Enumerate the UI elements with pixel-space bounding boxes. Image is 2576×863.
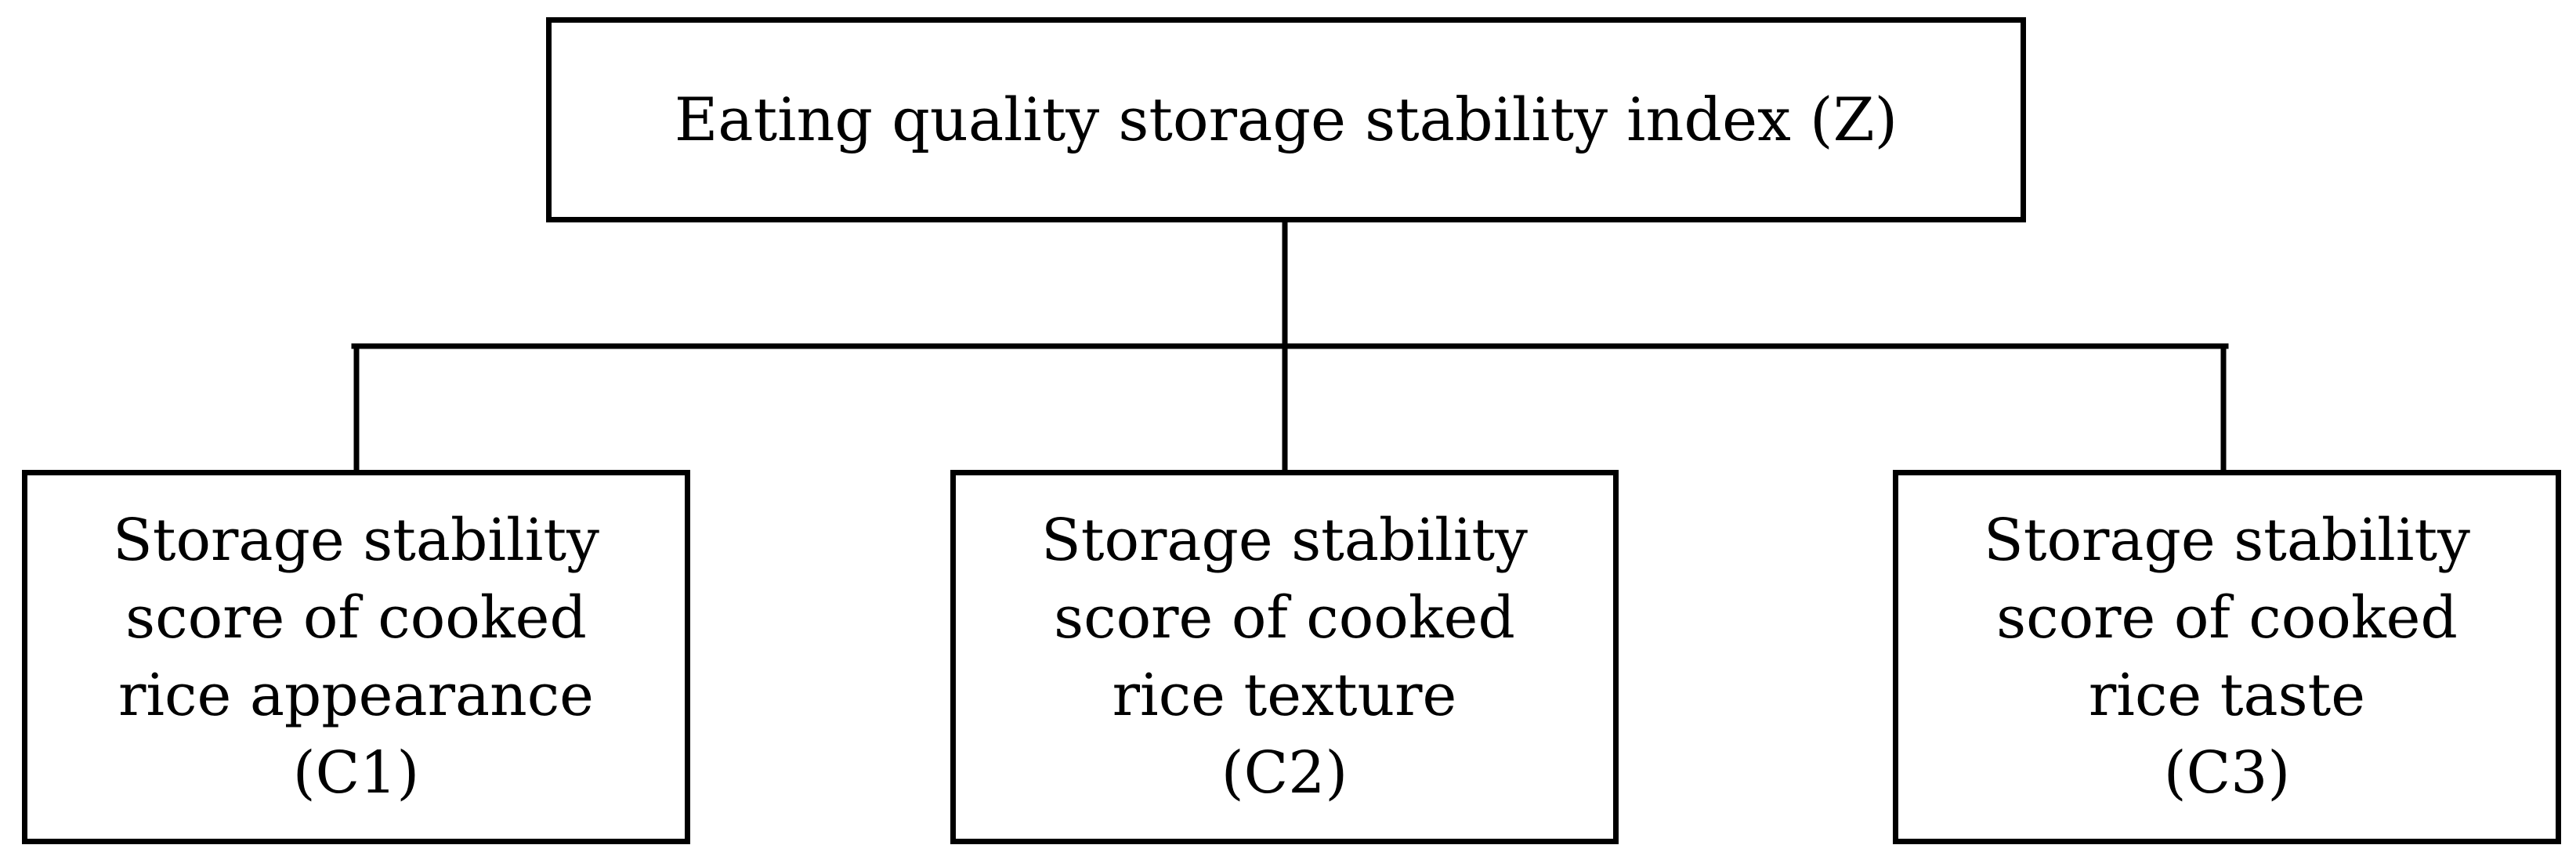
- child-c2-line-2: score of cooked: [1054, 584, 1515, 652]
- child-c1-line-4: (C1): [292, 739, 420, 807]
- child-c2-line-3: rice texture: [1112, 662, 1457, 729]
- child-node-label-c2: Storage stability score of cooked rice t…: [956, 502, 1613, 812]
- root-node-box: Eating quality storage stability index (…: [546, 17, 2026, 222]
- child-node-label-c1: Storage stability score of cooked rice a…: [27, 502, 685, 812]
- child-c2-line-1: Storage stability: [1041, 507, 1528, 574]
- child-c3-line-2: score of cooked: [1996, 584, 2458, 652]
- child-c1-line-1: Storage stability: [113, 507, 599, 574]
- child-c3-line-3: rice taste: [2088, 662, 2366, 729]
- child-node-box-c2: Storage stability score of cooked rice t…: [950, 470, 1619, 844]
- root-node-label: Eating quality storage stability index (…: [674, 85, 1898, 155]
- child-c2-line-4: (C2): [1221, 739, 1348, 807]
- child-c1-line-2: score of cooked: [125, 584, 587, 652]
- child-c3-line-4: (C3): [2163, 739, 2291, 807]
- child-c1-line-3: rice appearance: [118, 662, 594, 729]
- child-node-label-c3: Storage stability score of cooked rice t…: [1898, 502, 2556, 812]
- child-node-box-c1: Storage stability score of cooked rice a…: [22, 470, 690, 844]
- child-c3-line-1: Storage stability: [1984, 507, 2470, 574]
- child-node-box-c3: Storage stability score of cooked rice t…: [1893, 470, 2561, 844]
